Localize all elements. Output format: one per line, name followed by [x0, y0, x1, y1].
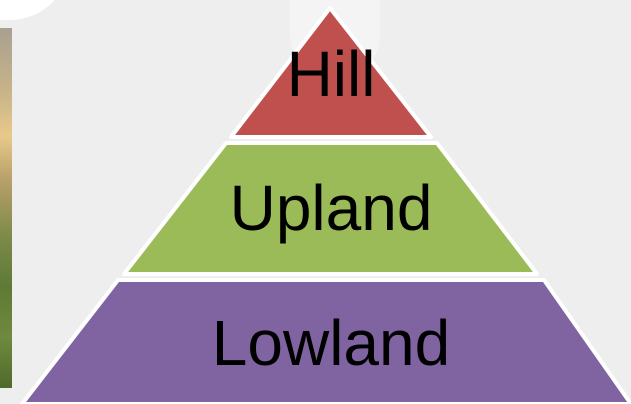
hill-label: Hill [287, 38, 376, 110]
lowland-label: Lowland [212, 307, 450, 379]
upland-label: Upland [230, 172, 433, 244]
pyramid-level-lowland: Lowland [22, 280, 631, 404]
pyramid-level-hill: Hill [231, 8, 431, 137]
pyramid-level-upland: Upland [124, 143, 537, 274]
